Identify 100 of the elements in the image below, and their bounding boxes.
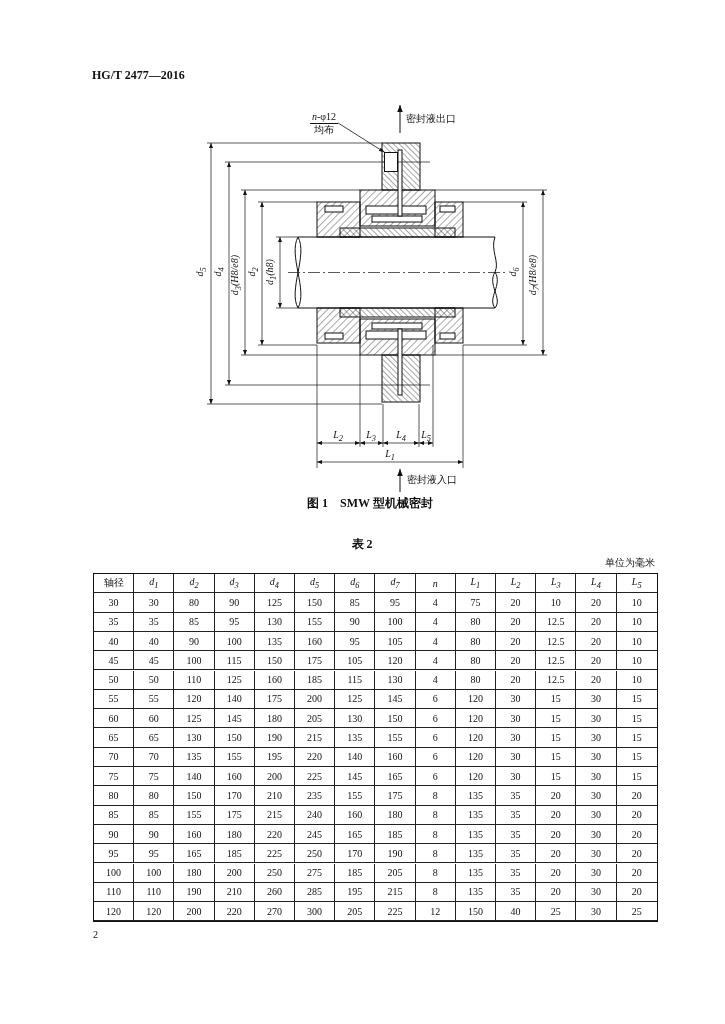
table-cell: 95 [375,593,416,613]
table-cell: 135 [455,824,496,845]
table-cell: 30 [496,747,537,767]
table-cell: 95 [214,612,255,632]
table-cell: 175 [254,689,295,710]
table-cell: 145 [214,709,255,729]
table-header-cell: d$_{5}$ [295,574,336,594]
table-cell: 30 [576,824,617,845]
table-cell: 225 [375,902,416,922]
table-cell: 85 [335,593,376,613]
table-cell: 105 [335,651,376,671]
table-cell: 250 [254,863,295,883]
table-cell: 215 [254,805,295,825]
table-cell: 10 [536,593,577,613]
table-cell: 20 [496,593,537,613]
table-cell: 80 [455,631,496,652]
table-cell: 20 [576,631,617,652]
table-cell: 8 [415,786,456,806]
table-cell: 165 [335,824,376,845]
table-cell: 30 [576,767,617,787]
table-cell: 6 [415,728,456,748]
table-cell: 275 [295,863,336,883]
table-cell: 20 [496,631,537,652]
table-cell: 45 [134,651,175,671]
table-cell: 180 [375,805,416,825]
table-cell: 100 [94,863,135,883]
table-cell: 210 [214,882,255,903]
table-cell: 15 [616,747,657,767]
table-cell: 200 [174,902,215,922]
table-cell: 200 [295,689,336,710]
table-cell: 195 [335,882,376,903]
table-cell: 260 [254,882,295,903]
table-cell: 50 [94,670,135,690]
table-cell: 175 [214,805,255,825]
table-cell: 200 [254,767,295,787]
table-cell: 65 [94,728,135,748]
table-cell: 15 [536,689,577,710]
table-cell: 135 [455,786,496,806]
table-cell: 12.5 [536,651,577,671]
table-title: 表 2 [351,538,373,552]
table-header-cell: L$_{1}$ [455,574,496,594]
table-cell: 135 [455,844,496,864]
table-header-cell: d$_{4}$ [254,574,295,594]
table-cell: 130 [174,728,215,748]
table-cell: 20 [536,805,577,825]
page-number: 2 [93,929,98,940]
table-cell: 150 [174,786,215,806]
table-header-cell: d$_{6}$ [335,574,376,594]
table-cell: 6 [415,689,456,710]
table-header-cell: d$_{2}$ [174,574,215,594]
table-cell: 20 [616,844,657,864]
table-cell: 30 [496,709,537,729]
table-header-cell: 轴径 [94,574,135,594]
table-cell: 185 [375,824,416,845]
table-cell: 90 [134,824,175,845]
table-cell: 95 [335,631,376,652]
table-cell: 40 [134,631,175,652]
table-cell: 100 [134,863,175,883]
table-cell: 10 [616,593,657,613]
table-cell: 20 [576,593,617,613]
table-cell: 60 [94,709,135,729]
note-text: 均布 [313,124,336,135]
table-cell: 175 [295,651,336,671]
table-cell: 135 [254,631,295,652]
table-cell: 50 [134,670,175,690]
table-cell: 170 [214,786,255,806]
table-cell: 90 [174,631,215,652]
table-cell: 35 [134,612,175,632]
table-cell: 80 [134,786,175,806]
table-cell: 110 [174,670,215,690]
table-cell: 190 [375,844,416,864]
unit-note: 单位为毫米 [605,557,655,568]
table-cell: 12.5 [536,631,577,652]
table-cell: 125 [254,593,295,613]
table-cell: 30 [496,767,537,787]
table-cell: 85 [134,805,175,825]
table-cell: 80 [455,612,496,632]
table-cell: 70 [94,747,135,767]
table-cell: 215 [375,882,416,903]
table-cell: 155 [214,747,255,767]
table-cell: 180 [254,709,295,729]
table-cell: 35 [496,844,537,864]
table-cell: 10 [616,670,657,690]
table-cell: 135 [174,747,215,767]
dimension-label: L$_{4}$ [396,428,406,444]
table-cell: 35 [496,882,537,903]
table-cell: 20 [536,863,577,883]
table-cell: 130 [254,612,295,632]
table-cell: 4 [415,631,456,652]
dimension-label: L$_{5}$ [421,428,431,444]
table-cell: 130 [335,709,376,729]
table-cell: 30 [576,709,617,729]
table-cell: 20 [616,824,657,845]
table-cell: 55 [94,689,135,710]
table-cell: 95 [134,844,175,864]
table-cell: 155 [335,786,376,806]
table-cell: 25 [616,902,657,922]
table-header-cell: d$_{3}$ [214,574,255,594]
table-cell: 20 [616,805,657,825]
table-cell: 130 [375,670,416,690]
